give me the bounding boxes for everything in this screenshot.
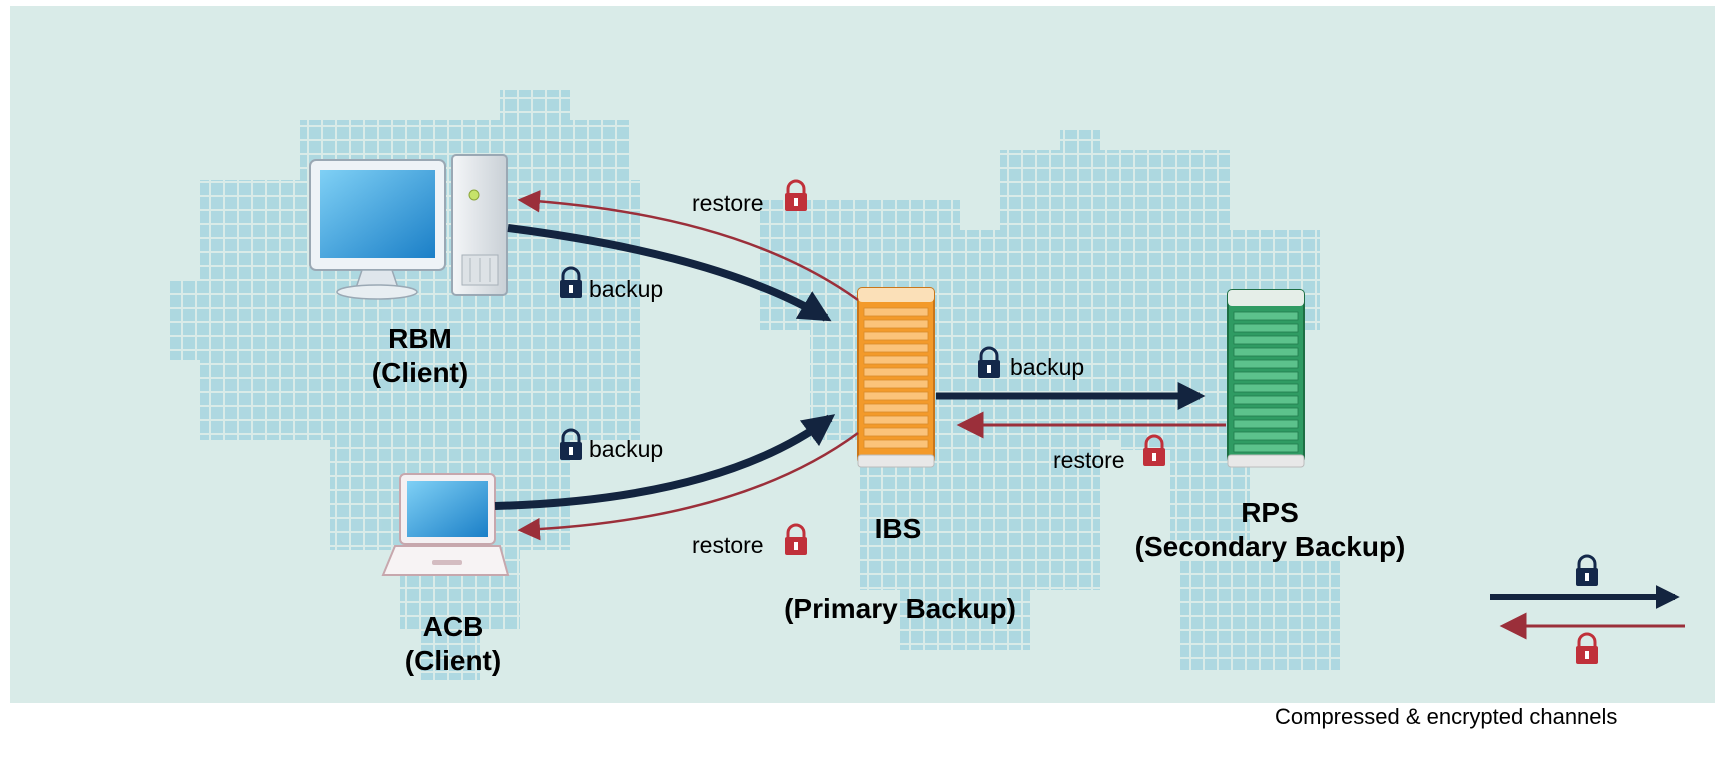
lock-icon: [785, 179, 807, 211]
lock-icon: [1576, 632, 1598, 664]
ibs-role: (Primary Backup): [784, 593, 1016, 624]
lock-icon: [560, 266, 582, 298]
acb-name: ACB: [422, 611, 484, 642]
rps-ibs-restore-label: restore: [1053, 447, 1125, 473]
rps-label: RPS (Secondary Backup): [1105, 496, 1435, 564]
acb-role: (Client): [404, 645, 502, 676]
laptop-icon: [381, 473, 510, 576]
lock-icon: [560, 428, 582, 460]
ibs-to-rbm-restore-arrow: [517, 190, 859, 302]
acb-backup-label: backup: [589, 436, 664, 462]
ibs-to-acb-restore-arrow: [517, 431, 859, 541]
lock-icon: [1143, 434, 1165, 466]
primary-server-icon: [857, 287, 935, 468]
ibs-name: IBS: [874, 513, 922, 544]
acb-to-ibs-backup-arrow: [494, 414, 836, 510]
rbm-role: (Client): [371, 357, 469, 388]
rbm-label: RBM (Client): [340, 322, 500, 390]
rbm-to-ibs-backup-arrow: [507, 224, 832, 322]
rps-role: (Secondary Backup): [1134, 531, 1406, 562]
acb-label: ACB (Client): [373, 610, 533, 678]
lock-icon: [1576, 554, 1598, 586]
secondary-server-icon: [1227, 289, 1305, 468]
acb-restore-label: restore: [692, 532, 764, 558]
lock-icon: [978, 346, 1000, 378]
rps-name: RPS: [1241, 497, 1299, 528]
rbm-backup-label: backup: [589, 276, 664, 302]
lock-icon: [785, 523, 807, 555]
rbm-restore-label: restore: [692, 190, 764, 216]
rbm-name: RBM: [388, 323, 452, 354]
desktop-computer-icon: [309, 154, 508, 300]
legend-caption: Compressed & encrypted channels: [1275, 704, 1618, 729]
ibs-rps-backup-label: backup: [1010, 354, 1085, 380]
